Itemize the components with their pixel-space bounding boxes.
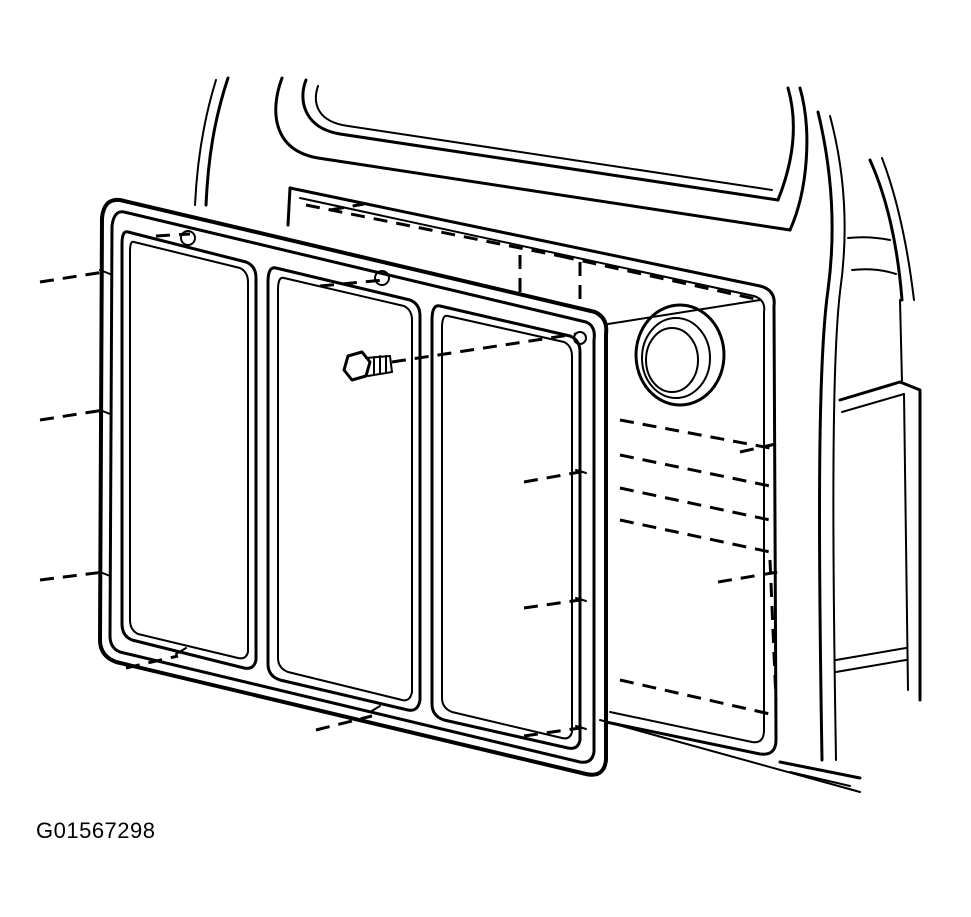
rear-panel bbox=[286, 186, 778, 756]
window-frame bbox=[98, 197, 609, 777]
vehicle-body-structure bbox=[194, 76, 922, 793]
alignment-leader-lines bbox=[39, 202, 779, 738]
bolt-fastener bbox=[342, 350, 393, 382]
figure-id-label: G01567298 bbox=[36, 818, 156, 843]
